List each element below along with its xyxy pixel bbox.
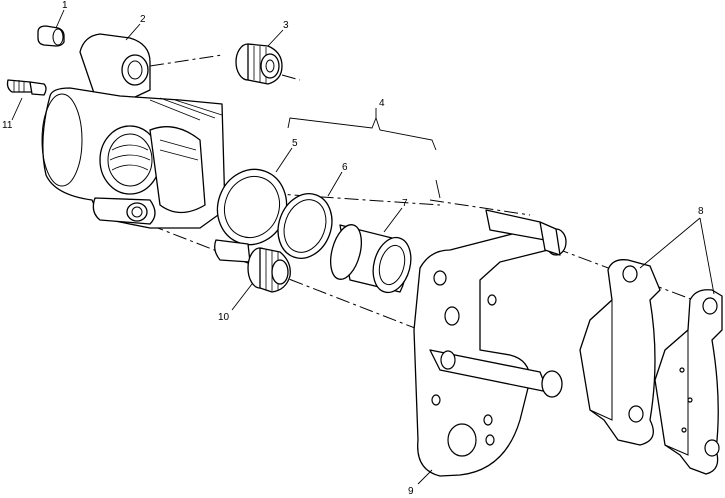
callout-2: 2 <box>140 14 146 25</box>
callout-4: 4 <box>379 98 385 109</box>
kit-bracket-4 <box>287 116 437 151</box>
callout-7: 7 <box>402 198 408 209</box>
part-2-caliper-body <box>41 33 226 229</box>
leader-lines <box>11 9 715 485</box>
callout-1: 1 <box>62 0 68 11</box>
kit-bracket-4-tail <box>435 179 441 199</box>
callout-6: 6 <box>342 162 348 173</box>
callout-9: 9 <box>408 486 414 497</box>
part-6-dust-seal <box>277 193 333 259</box>
part-11-bleeder-screw <box>6 79 47 96</box>
part-7-piston <box>330 224 412 294</box>
part-3-boot <box>235 43 283 85</box>
callout-3: 3 <box>283 20 289 31</box>
callout-10: 10 <box>218 312 230 323</box>
part-8-brake-pad-inner <box>579 259 661 446</box>
part-10-lower-boot <box>214 239 291 293</box>
part-9-mounting-bracket <box>413 209 567 477</box>
callout-labels: 1 2 3 4 5 6 7 8 9 10 11 <box>2 0 704 497</box>
callout-8: 8 <box>698 206 704 217</box>
part-8-brake-pad-outer <box>654 289 723 475</box>
callout-11: 11 <box>2 120 13 131</box>
part-1-bleeder-cap <box>37 25 65 47</box>
callout-5: 5 <box>292 138 298 149</box>
